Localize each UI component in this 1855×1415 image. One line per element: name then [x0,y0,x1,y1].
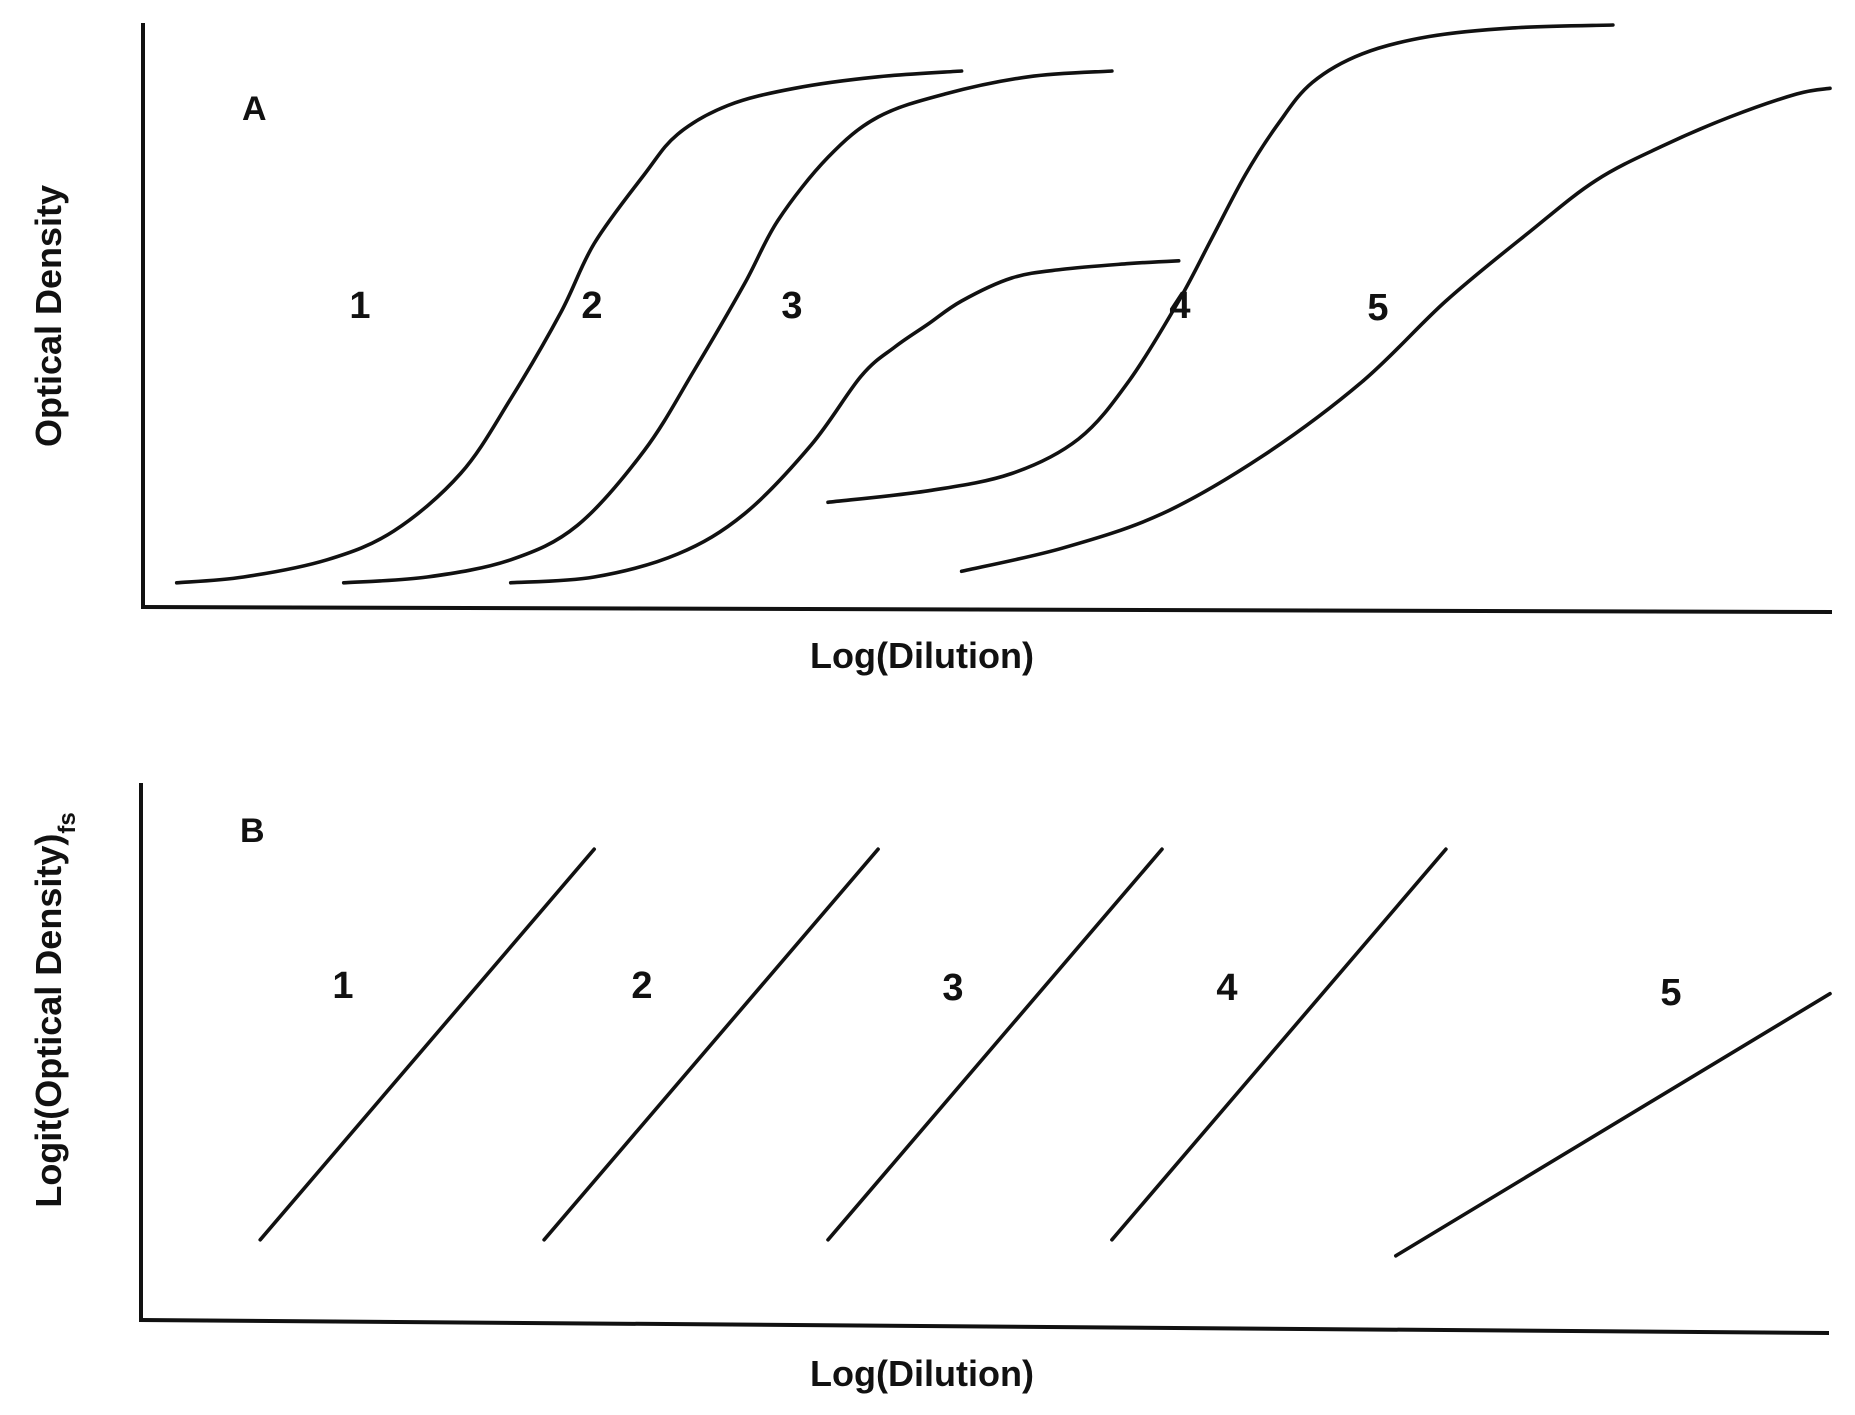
panel-b-line-labels: 1 2 3 4 5 [332,965,1681,1014]
panel-a-series-2 [341,69,1114,585]
panel-b-y-axis-label-main: Logit(Optical Density) [28,834,69,1208]
panel-b-series-label-5: 5 [1660,972,1681,1014]
panel-b-series-3 [826,847,1164,1242]
panel-a-x-axis-label: Log(Dilution) [810,635,1034,676]
panel-a: A Log(Dilution) Optical Density 1 2 3 4 5 [28,23,1833,676]
panel-b-series-2 [542,847,880,1242]
panel-a-series-4 [826,23,1615,505]
panel-a-series-5 [959,86,1832,574]
panel-b-x-axis-label: Log(Dilution) [810,1353,1034,1394]
panel-a-series-label-2: 2 [581,285,602,327]
panel-b-series-label-1: 1 [332,965,353,1007]
panel-a-y-axis-label: Optical Density [28,185,69,447]
panel-a-series-1 [174,69,964,585]
panel-a-curves [174,23,1832,585]
panel-a-series-3 [508,259,1181,585]
panel-a-letter: A [242,90,267,128]
panel-a-series-label-5: 5 [1367,287,1388,329]
panel-b-series-1 [258,847,596,1242]
panel-b-lines [258,847,1832,1258]
panel-b-y-axis-label: Logit(Optical Density)fs [28,812,81,1207]
panel-b-series-label-2: 2 [631,965,652,1007]
panel-b-letter: B [240,812,265,850]
panel-a-series-label-4: 4 [1169,285,1190,327]
panel-a-curve-labels: 1 2 3 4 5 [349,285,1388,329]
panel-b-x-axis [138,1317,1830,1336]
panel-b-series-4 [1110,847,1448,1242]
panel-b-series-5 [1394,991,1832,1258]
panel-a-series-label-1: 1 [349,285,370,327]
panel-b: B Log(Dilution) Logit(Optical Density)fs… [28,783,1832,1394]
panel-a-x-axis [140,604,1833,615]
panel-b-series-label-3: 3 [942,967,963,1009]
panel-b-series-label-4: 4 [1216,967,1237,1009]
panel-a-series-label-3: 3 [781,285,802,327]
panel-b-y-axis-label-subscript: fs [54,812,81,833]
